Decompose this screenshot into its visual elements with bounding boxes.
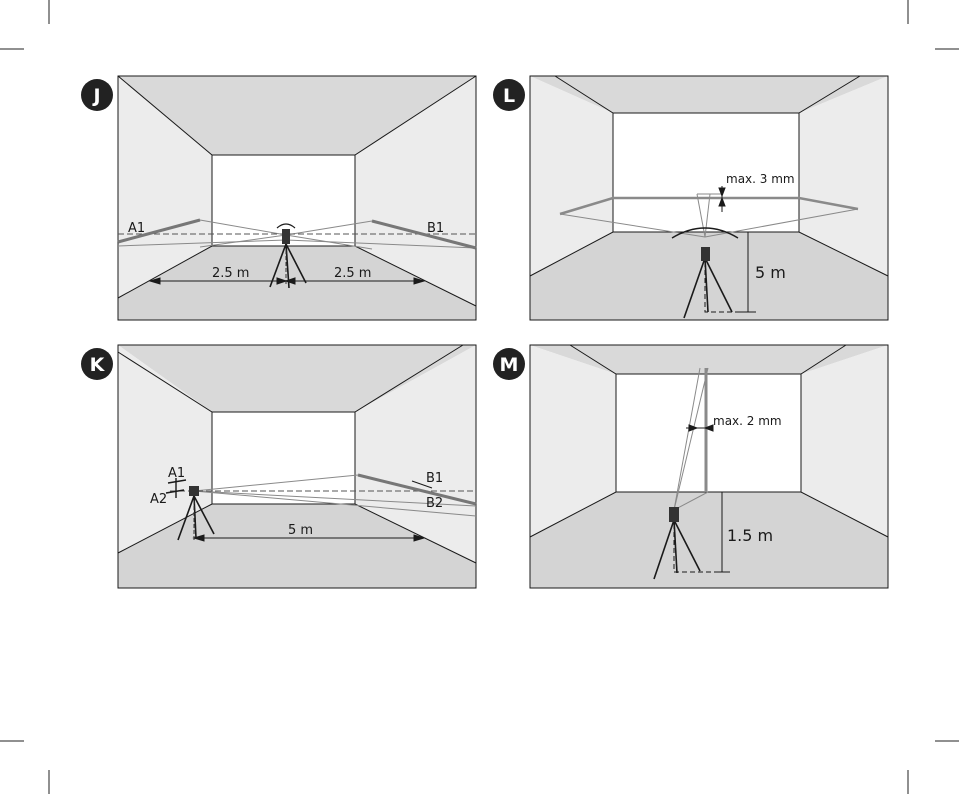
- right-wall: [801, 345, 888, 537]
- height-dimension: [714, 491, 730, 573]
- panel-badge: [493, 79, 525, 111]
- marks-a: [165, 478, 187, 498]
- height-dimension: [740, 231, 756, 313]
- tolerance-marker: [718, 186, 726, 212]
- panel-badge-letter: J: [91, 85, 100, 107]
- label-b2: B2: [426, 496, 443, 511]
- floor: [118, 246, 476, 320]
- left-wall: [530, 345, 616, 537]
- label-b1: B1: [426, 471, 443, 486]
- tolerance-label: max. 3 mm: [726, 172, 795, 186]
- laser-device: [701, 247, 710, 261]
- distance-left-label: 2.5 m: [212, 266, 249, 281]
- label-a1: A1: [168, 466, 185, 481]
- back-wall: [212, 412, 355, 504]
- back-wall: [613, 113, 799, 232]
- panel-badge: [493, 348, 525, 380]
- back-wall: [616, 374, 801, 492]
- wall-mark-a1: [117, 218, 201, 244]
- rotation-arrow-icon: [671, 227, 739, 239]
- laser-device: [282, 229, 290, 244]
- rotation-arrow-icon: [276, 223, 296, 229]
- height-label: 1.5 m: [727, 526, 773, 545]
- ceiling: [530, 345, 888, 374]
- tolerance-label: max. 2 mm: [713, 414, 782, 428]
- panel-badge: [81, 79, 113, 111]
- panel-badge-letter: K: [90, 354, 106, 376]
- laser-plane: [559, 196, 859, 216]
- tolerance-marker: [686, 424, 714, 432]
- laser-rays: [193, 474, 477, 517]
- panel-l: max. 3 mm 5 m L: [493, 75, 889, 321]
- wall-mark-b: [357, 473, 477, 506]
- label-a1: A1: [128, 221, 145, 236]
- ceiling: [530, 76, 888, 113]
- floor: [530, 232, 888, 320]
- height-reference: [673, 524, 722, 573]
- panel-k: A1 A2 B1 B2 5 m K: [81, 344, 477, 589]
- panel-j: A1 B1 2.5 m 2.5 m J: [81, 75, 477, 321]
- floor: [530, 492, 888, 588]
- distance-line: [192, 534, 426, 542]
- distance-line: [148, 277, 426, 285]
- right-wall: [355, 345, 476, 563]
- left-wall: [118, 76, 212, 298]
- laser-device: [669, 507, 679, 522]
- label-b1: B1: [427, 221, 444, 236]
- right-wall: [799, 76, 888, 276]
- wall-tick-b1: [411, 480, 433, 489]
- wall-mark-b1: [371, 219, 477, 250]
- panel-badge-letter: L: [503, 85, 515, 107]
- height-label: 5 m: [755, 263, 786, 282]
- height-reference: [704, 262, 752, 313]
- left-wall: [530, 76, 613, 276]
- ceiling: [118, 345, 476, 412]
- right-wall: [355, 76, 476, 306]
- panel-badge: [81, 348, 113, 380]
- laser-rays: [673, 367, 709, 511]
- back-wall: [212, 155, 355, 246]
- panel-m: max. 2 mm 1.5 m M: [493, 344, 889, 589]
- panel-badge-letter: M: [500, 354, 519, 376]
- distance-label: 5 m: [288, 523, 313, 538]
- laser-lines: [117, 219, 477, 250]
- label-a2: A2: [150, 492, 167, 507]
- ceiling: [118, 76, 476, 155]
- floor: [118, 504, 476, 588]
- laser-device: [189, 486, 199, 496]
- distance-right-label: 2.5 m: [334, 266, 371, 281]
